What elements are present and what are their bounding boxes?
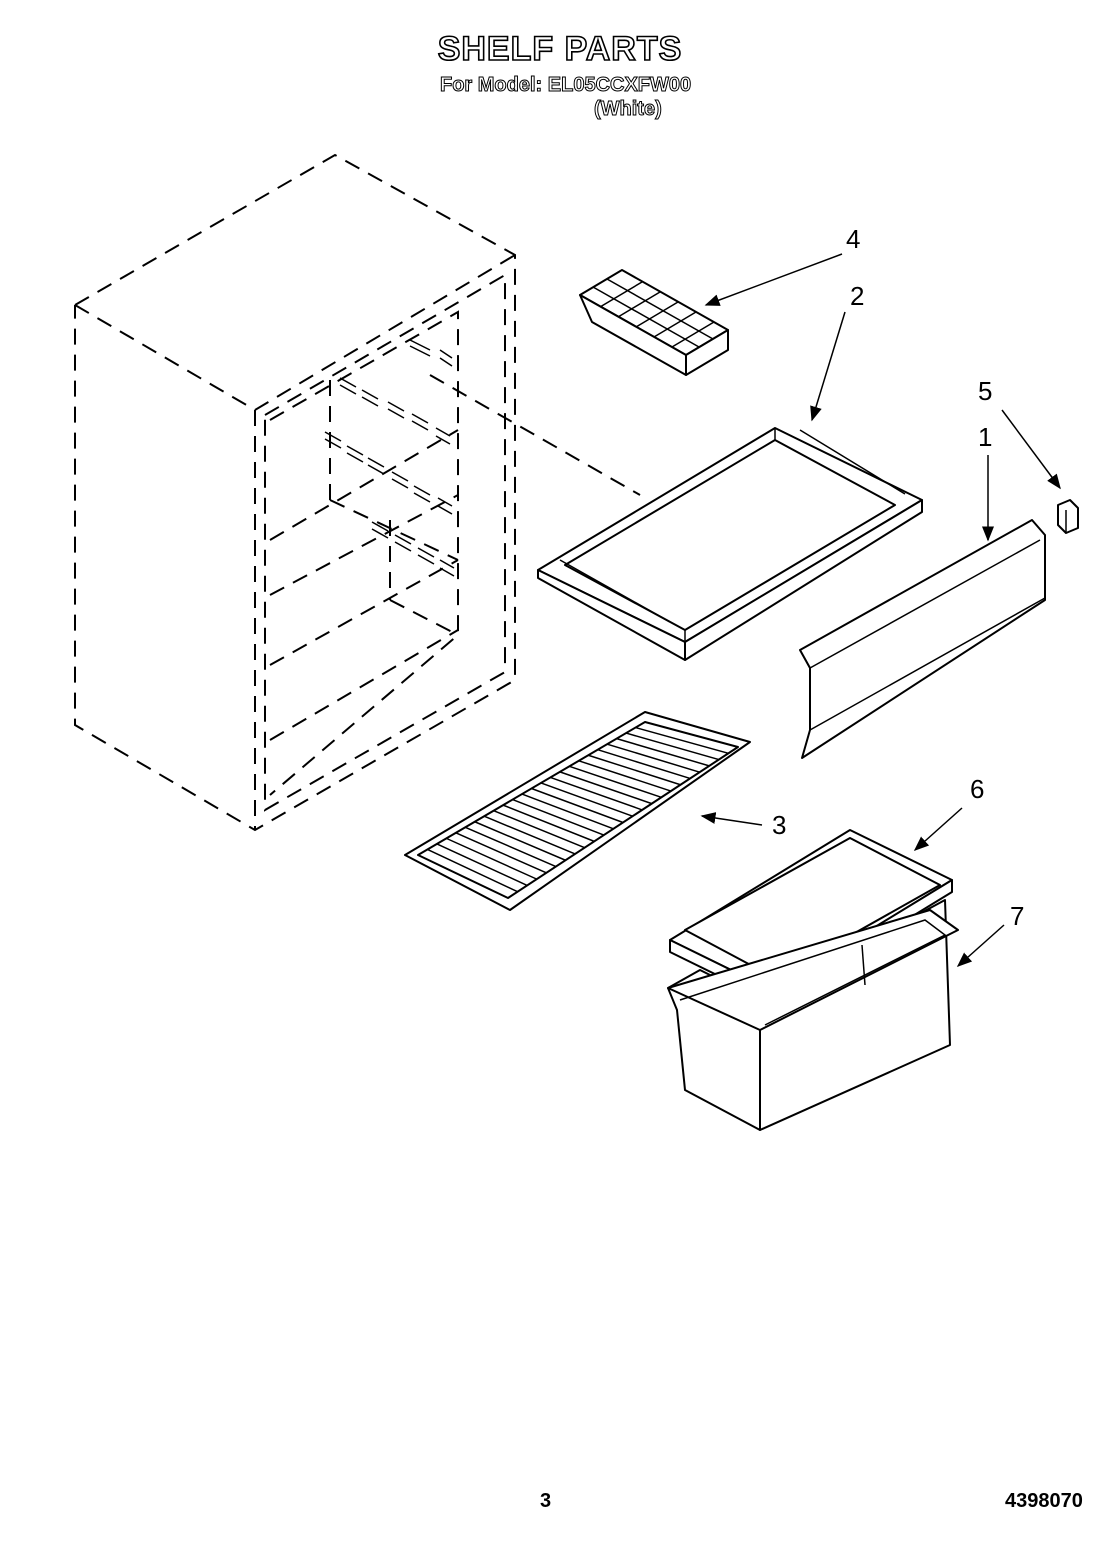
wire-rung	[625, 732, 720, 761]
callout-1: 1	[978, 422, 992, 452]
freezer-tray	[537, 427, 923, 661]
cabinet-outline	[74, 153, 641, 832]
wire-rung	[502, 804, 595, 843]
wire-rung	[578, 760, 672, 792]
wire-rung	[550, 776, 643, 811]
wire-rung	[427, 848, 518, 893]
wire-rung	[635, 726, 729, 755]
wire-rung	[483, 815, 576, 855]
shelf-front-panel	[799, 519, 1046, 759]
wire-rung	[569, 765, 662, 799]
callout-5: 5	[978, 376, 992, 406]
retainer-clip	[1057, 499, 1079, 534]
wire-shelf	[404, 711, 751, 911]
wire-rung	[436, 843, 528, 887]
crisper-bin	[667, 899, 959, 1131]
wire-rung	[606, 743, 700, 773]
document-number: 4398070	[1005, 1490, 1083, 1512]
wire-rung	[588, 754, 681, 786]
callout-3: 3	[772, 810, 786, 840]
model-color: (White)	[594, 98, 663, 121]
callout-6: 6	[970, 774, 984, 804]
model-number: For Model: EL05CCXFW00	[439, 74, 692, 97]
wire-rung	[540, 782, 633, 817]
wire-rung	[616, 737, 710, 767]
callout-7: 7	[1010, 901, 1024, 931]
wire-rung	[521, 793, 614, 830]
wire-rung	[597, 748, 691, 780]
wire-rung	[455, 832, 547, 874]
wire-rung	[493, 809, 585, 849]
page-title: SHELF PARTS	[437, 29, 683, 69]
wire-rung	[446, 837, 538, 880]
page-number: 3	[540, 1490, 552, 1512]
wire-rung	[512, 798, 605, 836]
wire-rung	[559, 771, 652, 805]
wire-rung	[464, 826, 557, 868]
wire-rung	[474, 821, 566, 861]
wire-rung	[531, 787, 624, 824]
callout-leaders	[700, 253, 1061, 967]
callout-4: 4	[846, 224, 860, 254]
ice-cube-tray	[579, 269, 729, 376]
callout-2: 2	[850, 281, 864, 311]
